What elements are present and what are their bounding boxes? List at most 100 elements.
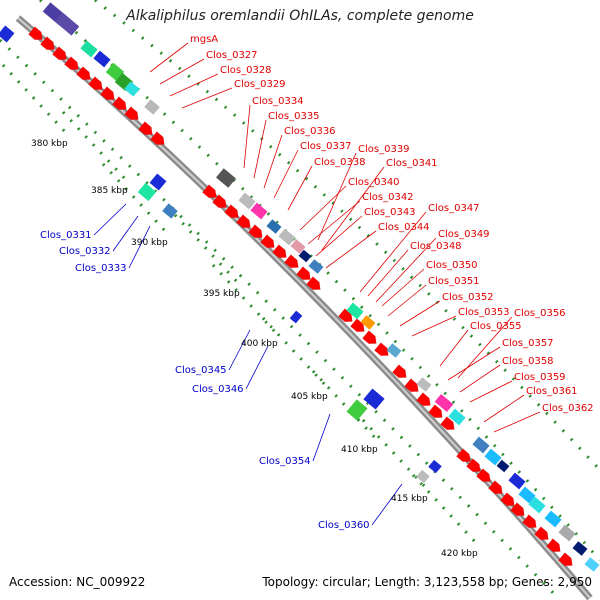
forward-gene-label: Clos_0347 xyxy=(428,203,480,214)
reverse-gene-box xyxy=(416,469,430,484)
forward-gene-arrow xyxy=(306,276,321,290)
reverse-leader-line xyxy=(228,329,251,371)
kbp-tick-line xyxy=(173,213,242,287)
forward-gene-arrow xyxy=(404,378,419,392)
reverse-gene-label: Clos_0333 xyxy=(75,263,127,274)
forward-leader-line xyxy=(367,249,409,297)
forward-gene-arrow xyxy=(100,86,115,100)
forward-leader-line xyxy=(253,119,267,179)
forward-gene-box xyxy=(484,448,502,466)
forward-gene-box xyxy=(472,436,490,454)
forward-gene-arrow xyxy=(88,76,103,90)
forward-gene-arrow xyxy=(558,552,573,566)
forward-gene-arrow xyxy=(546,538,561,552)
forward-gene-box xyxy=(360,315,376,330)
forward-gene-box xyxy=(346,302,364,320)
forward-gene-arrow xyxy=(456,448,471,462)
reverse-gene-label: Clos_0345 xyxy=(175,365,227,376)
forward-gene-box xyxy=(308,259,324,274)
reverse-gene-box xyxy=(0,25,15,43)
forward-gene-box xyxy=(80,40,98,58)
forward-gene-box xyxy=(434,394,454,412)
forward-gene-label: Clos_0343 xyxy=(364,207,416,218)
kbp-tick-line xyxy=(261,316,330,390)
forward-gene-box xyxy=(544,510,562,528)
forward-leader-line xyxy=(159,58,205,85)
accession: Accession: NC_009922 xyxy=(9,575,146,589)
kbp-tick-label: 415 kbp xyxy=(391,494,428,504)
forward-gene-box xyxy=(448,408,466,426)
forward-gene-label: Clos_0353 xyxy=(458,307,510,318)
reverse-leader-line xyxy=(128,225,151,269)
reverse-leader-line xyxy=(112,215,139,252)
forward-gene-label: Clos_0355 xyxy=(470,321,522,332)
kbp-tick-label: 380 kbp xyxy=(31,139,68,149)
forward-gene-box xyxy=(508,472,526,490)
reverse-leader-line xyxy=(312,413,331,462)
forward-gene-arrow xyxy=(428,404,443,418)
forward-gene-label: Clos_0335 xyxy=(268,111,320,122)
kbp-tick-label: 385 kbp xyxy=(91,186,128,196)
forward-leader-line xyxy=(447,346,501,381)
forward-gene-arrow xyxy=(416,392,431,406)
forward-gene-arrow xyxy=(150,131,165,145)
forward-gene-arrow xyxy=(500,492,515,506)
kbp-tick-line xyxy=(211,263,280,337)
forward-gene-arrow xyxy=(260,234,275,248)
forward-gene-label: Clos_0327 xyxy=(206,50,258,61)
forward-gene-box xyxy=(266,219,282,234)
leader-layer xyxy=(93,42,541,526)
forward-gene-label: Clos_0352 xyxy=(442,292,494,303)
forward-gene-box xyxy=(518,486,536,504)
forward-leader-line xyxy=(325,230,377,269)
forward-gene-box xyxy=(528,496,546,514)
forward-leader-line xyxy=(149,42,189,73)
forward-gene-arrow xyxy=(534,526,549,540)
forward-gene-arrow xyxy=(138,121,153,135)
forward-leader-line xyxy=(359,211,427,293)
forward-leader-line xyxy=(399,300,441,327)
forward-gene-arrow xyxy=(224,204,239,218)
forward-gene-arrow xyxy=(440,416,455,430)
forward-gene-arrow xyxy=(28,26,43,40)
kbp-tick-label: 400 kbp xyxy=(241,339,278,349)
forward-leader-line xyxy=(317,152,357,241)
kbp-tick-label: 420 kbp xyxy=(441,549,478,559)
forward-gene-box xyxy=(278,228,296,246)
reverse-gene-box xyxy=(363,388,385,410)
forward-leader-line xyxy=(493,411,541,433)
forward-gene-label: Clos_0340 xyxy=(348,177,400,188)
forward-gene-label: Clos_0358 xyxy=(502,356,554,367)
forward-gene-label: Clos_0329 xyxy=(234,79,286,90)
forward-gene-label: Clos_0338 xyxy=(314,157,366,168)
reverse-leader-line xyxy=(245,345,269,390)
kbp-tick-line xyxy=(311,369,380,443)
forward-gene-arrow xyxy=(40,36,55,50)
forward-gene-label: Clos_0362 xyxy=(542,403,594,414)
forward-gene-arrow xyxy=(124,106,139,120)
forward-gene-box xyxy=(416,377,432,392)
forward-gene-label: Clos_0357 xyxy=(502,338,554,349)
kbp-tick-line xyxy=(61,110,130,184)
reverse-gene-label: Clos_0346 xyxy=(192,384,244,395)
topology-info: Topology: circular; Length: 3,123,558 bp… xyxy=(262,575,592,589)
forward-gene-arrow xyxy=(374,342,389,356)
forward-gene-label: Clos_0336 xyxy=(284,126,336,137)
forward-gene-label: Clos_0349 xyxy=(438,229,490,240)
forward-gene-arrow xyxy=(64,56,79,70)
forward-gene-arrow xyxy=(236,214,251,228)
forward-gene-arrow xyxy=(510,502,525,516)
kbp-tick-label: 395 kbp xyxy=(203,289,240,299)
forward-gene-label: Clos_0361 xyxy=(526,386,578,397)
forward-leader-line xyxy=(273,149,299,199)
forward-leader-line xyxy=(483,394,525,423)
forward-leader-line xyxy=(387,284,427,317)
forward-gene-arrow xyxy=(284,254,299,268)
dotted-guide xyxy=(94,0,600,472)
forward-leader-line xyxy=(299,185,347,231)
dotted-guide xyxy=(0,38,562,600)
reverse-leader-line xyxy=(93,203,127,236)
forward-gene-arrow xyxy=(522,514,537,528)
forward-gene-arrow xyxy=(466,458,481,472)
